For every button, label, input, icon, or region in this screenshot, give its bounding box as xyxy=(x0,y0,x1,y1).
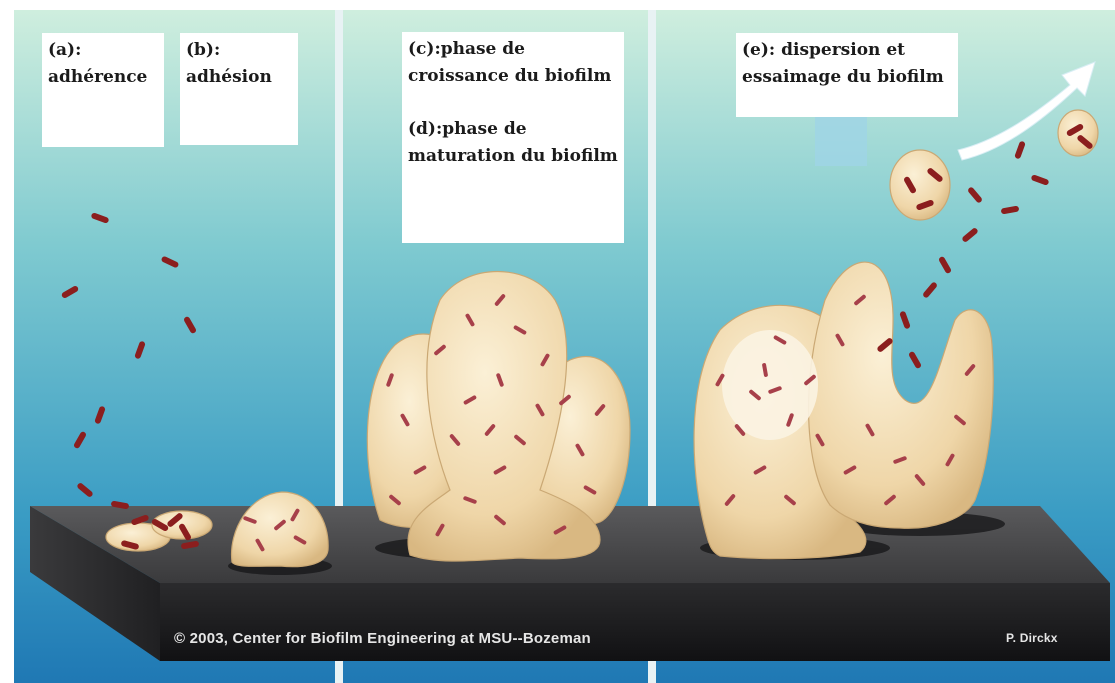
floating-cluster-2 xyxy=(1058,110,1098,156)
label-c-line1: (c):phase de xyxy=(408,36,618,63)
label-d-line2: maturation du biofilm xyxy=(408,143,618,170)
label-e-line1: (e): dispersion et xyxy=(742,37,952,64)
label-adherence: (a): adhérence xyxy=(42,33,164,147)
label-c-line2: croissance du biofilm xyxy=(408,63,618,90)
label-adhesion: (b): adhésion xyxy=(180,33,298,145)
label-growth-maturation: (c):phase de croissance du biofilm (d):p… xyxy=(402,32,624,243)
slab-front xyxy=(160,583,1110,661)
copyright-text: © 2003, Center for Biofilm Engineering a… xyxy=(174,630,591,647)
label-e-line2: essaimage du biofilm xyxy=(742,64,952,91)
author-credit: P. Dirckx xyxy=(1006,631,1058,645)
label-a-line1: (a): xyxy=(48,37,158,64)
label-d-line1: (d):phase de xyxy=(408,116,618,143)
label-b-line2: adhésion xyxy=(186,64,292,91)
label-b-line1: (b): xyxy=(186,37,292,64)
label-dispersion: (e): dispersion et essaimage du biofilm xyxy=(736,33,958,117)
label-a-line2: adhérence xyxy=(48,64,158,91)
dispersal-cavity xyxy=(722,330,818,440)
